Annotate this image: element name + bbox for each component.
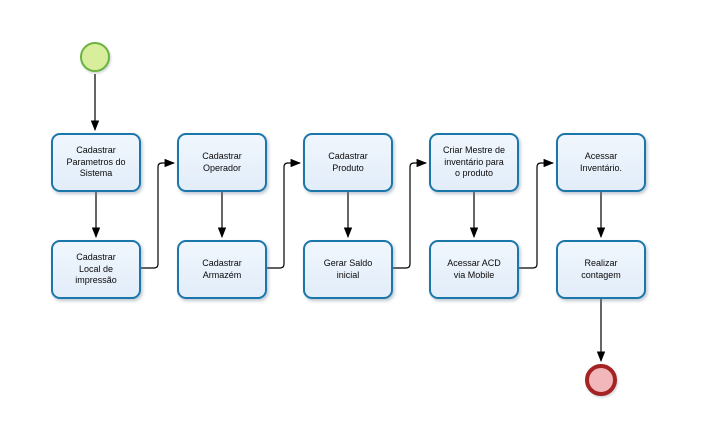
start-event-circle[interactable] — [80, 42, 110, 72]
task-cadastrar-armazem[interactable]: Cadastrar Armazém — [177, 240, 267, 299]
task-label: Cadastrar Local de impressão — [75, 252, 117, 286]
connector-task2-to-task3 — [141, 158, 176, 269]
task-acessar-acd-via-mobile[interactable]: Acessar ACD via Mobile — [429, 240, 519, 299]
task-label: Cadastrar Armazém — [202, 258, 242, 280]
task-cadastrar-parametros-do-sistema[interactable]: Cadastrar Parametros do Sistema — [51, 133, 141, 192]
task-label: Gerar Saldo inicial — [323, 258, 373, 280]
connector-task8-to-task9 — [519, 158, 555, 269]
task-realizar-contagem[interactable]: Realizar contagem — [556, 240, 646, 299]
task-label: Criar Mestre de inventário para o produt… — [442, 145, 505, 179]
task-acessar-inventario[interactable]: Acessar Inventário. — [556, 133, 646, 192]
task-cadastrar-operador[interactable]: Cadastrar Operador — [177, 133, 267, 192]
task-label: Realizar contagem — [581, 258, 621, 280]
task-cadastrar-local-de-impressao[interactable]: Cadastrar Local de impressão — [51, 240, 141, 299]
task-label: Acessar Inventário. — [579, 151, 623, 173]
connector-task4-to-task5 — [267, 158, 302, 269]
task-criar-mestre-de-inventario[interactable]: Criar Mestre de inventário para o produt… — [429, 133, 519, 192]
connector-task6-to-task7 — [393, 158, 428, 269]
task-cadastrar-produto[interactable]: Cadastrar Produto — [303, 133, 393, 192]
task-label: Cadastrar Operador — [202, 151, 242, 173]
end-event-circle[interactable] — [585, 364, 617, 396]
task-label: Cadastrar Produto — [328, 151, 368, 173]
task-label: Cadastrar Parametros do Sistema — [66, 145, 126, 179]
task-label: Acessar ACD via Mobile — [447, 258, 501, 280]
task-gerar-saldo-inicial[interactable]: Gerar Saldo inicial — [303, 240, 393, 299]
